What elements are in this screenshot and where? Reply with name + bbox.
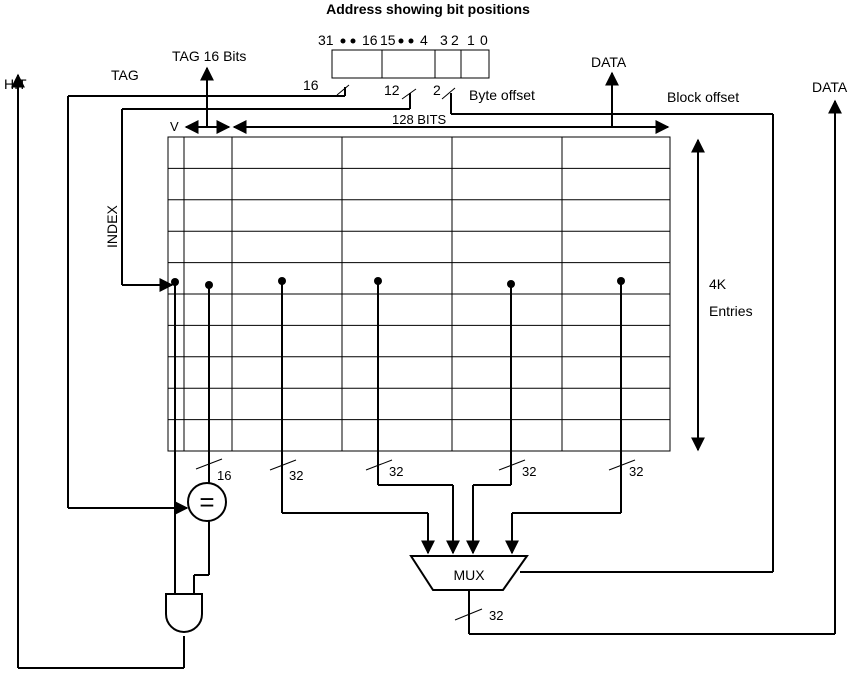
offset-field-width: 2 bbox=[433, 82, 441, 98]
bit-label-31: 31 bbox=[318, 32, 334, 48]
entries-label: Entries bbox=[709, 303, 753, 319]
and-gate bbox=[165, 593, 203, 633]
word3-width: 32 bbox=[629, 464, 643, 479]
bit-label-3: 3 bbox=[440, 32, 448, 48]
mux: MUX bbox=[409, 555, 529, 591]
comparator: = bbox=[187, 482, 227, 522]
bit-label-1: 1 bbox=[467, 32, 475, 48]
data-right-label: DATA bbox=[812, 79, 848, 95]
address-register: 31 16 15 4 3 2 1 0 bbox=[318, 32, 490, 79]
hit-label: HIT bbox=[4, 76, 27, 92]
index-label: INDEX bbox=[104, 205, 120, 248]
index-field-width: 12 bbox=[384, 82, 400, 98]
entries-4k-label: 4K bbox=[709, 276, 727, 292]
bit-label-0: 0 bbox=[480, 32, 488, 48]
data-top-label: DATA bbox=[591, 54, 627, 70]
tag-label: TAG bbox=[111, 67, 139, 83]
cache-table bbox=[167, 136, 671, 452]
diagram-title: Address showing bit positions bbox=[326, 1, 530, 17]
bit-label-2: 2 bbox=[451, 32, 459, 48]
comparator-symbol: = bbox=[199, 487, 214, 517]
bit-label-16: 16 bbox=[362, 32, 378, 48]
mux-label: MUX bbox=[453, 567, 485, 583]
mux-out-width: 32 bbox=[489, 608, 503, 623]
block-offset-label: Block offset bbox=[667, 89, 739, 105]
bit-label-15: 15 bbox=[380, 32, 396, 48]
bits-128-label: 128 BITS bbox=[392, 112, 447, 127]
tag-compare-width: 16 bbox=[217, 468, 231, 483]
word0-width: 32 bbox=[289, 468, 303, 483]
bit-label-4: 4 bbox=[420, 32, 428, 48]
word1-width: 32 bbox=[389, 464, 403, 479]
tag-bits-label: TAG 16 Bits bbox=[172, 48, 246, 64]
v-label: V bbox=[170, 119, 179, 134]
word2-width: 32 bbox=[522, 464, 536, 479]
tag-field-width: 16 bbox=[303, 77, 319, 93]
byte-offset-label: Byte offset bbox=[469, 87, 535, 103]
